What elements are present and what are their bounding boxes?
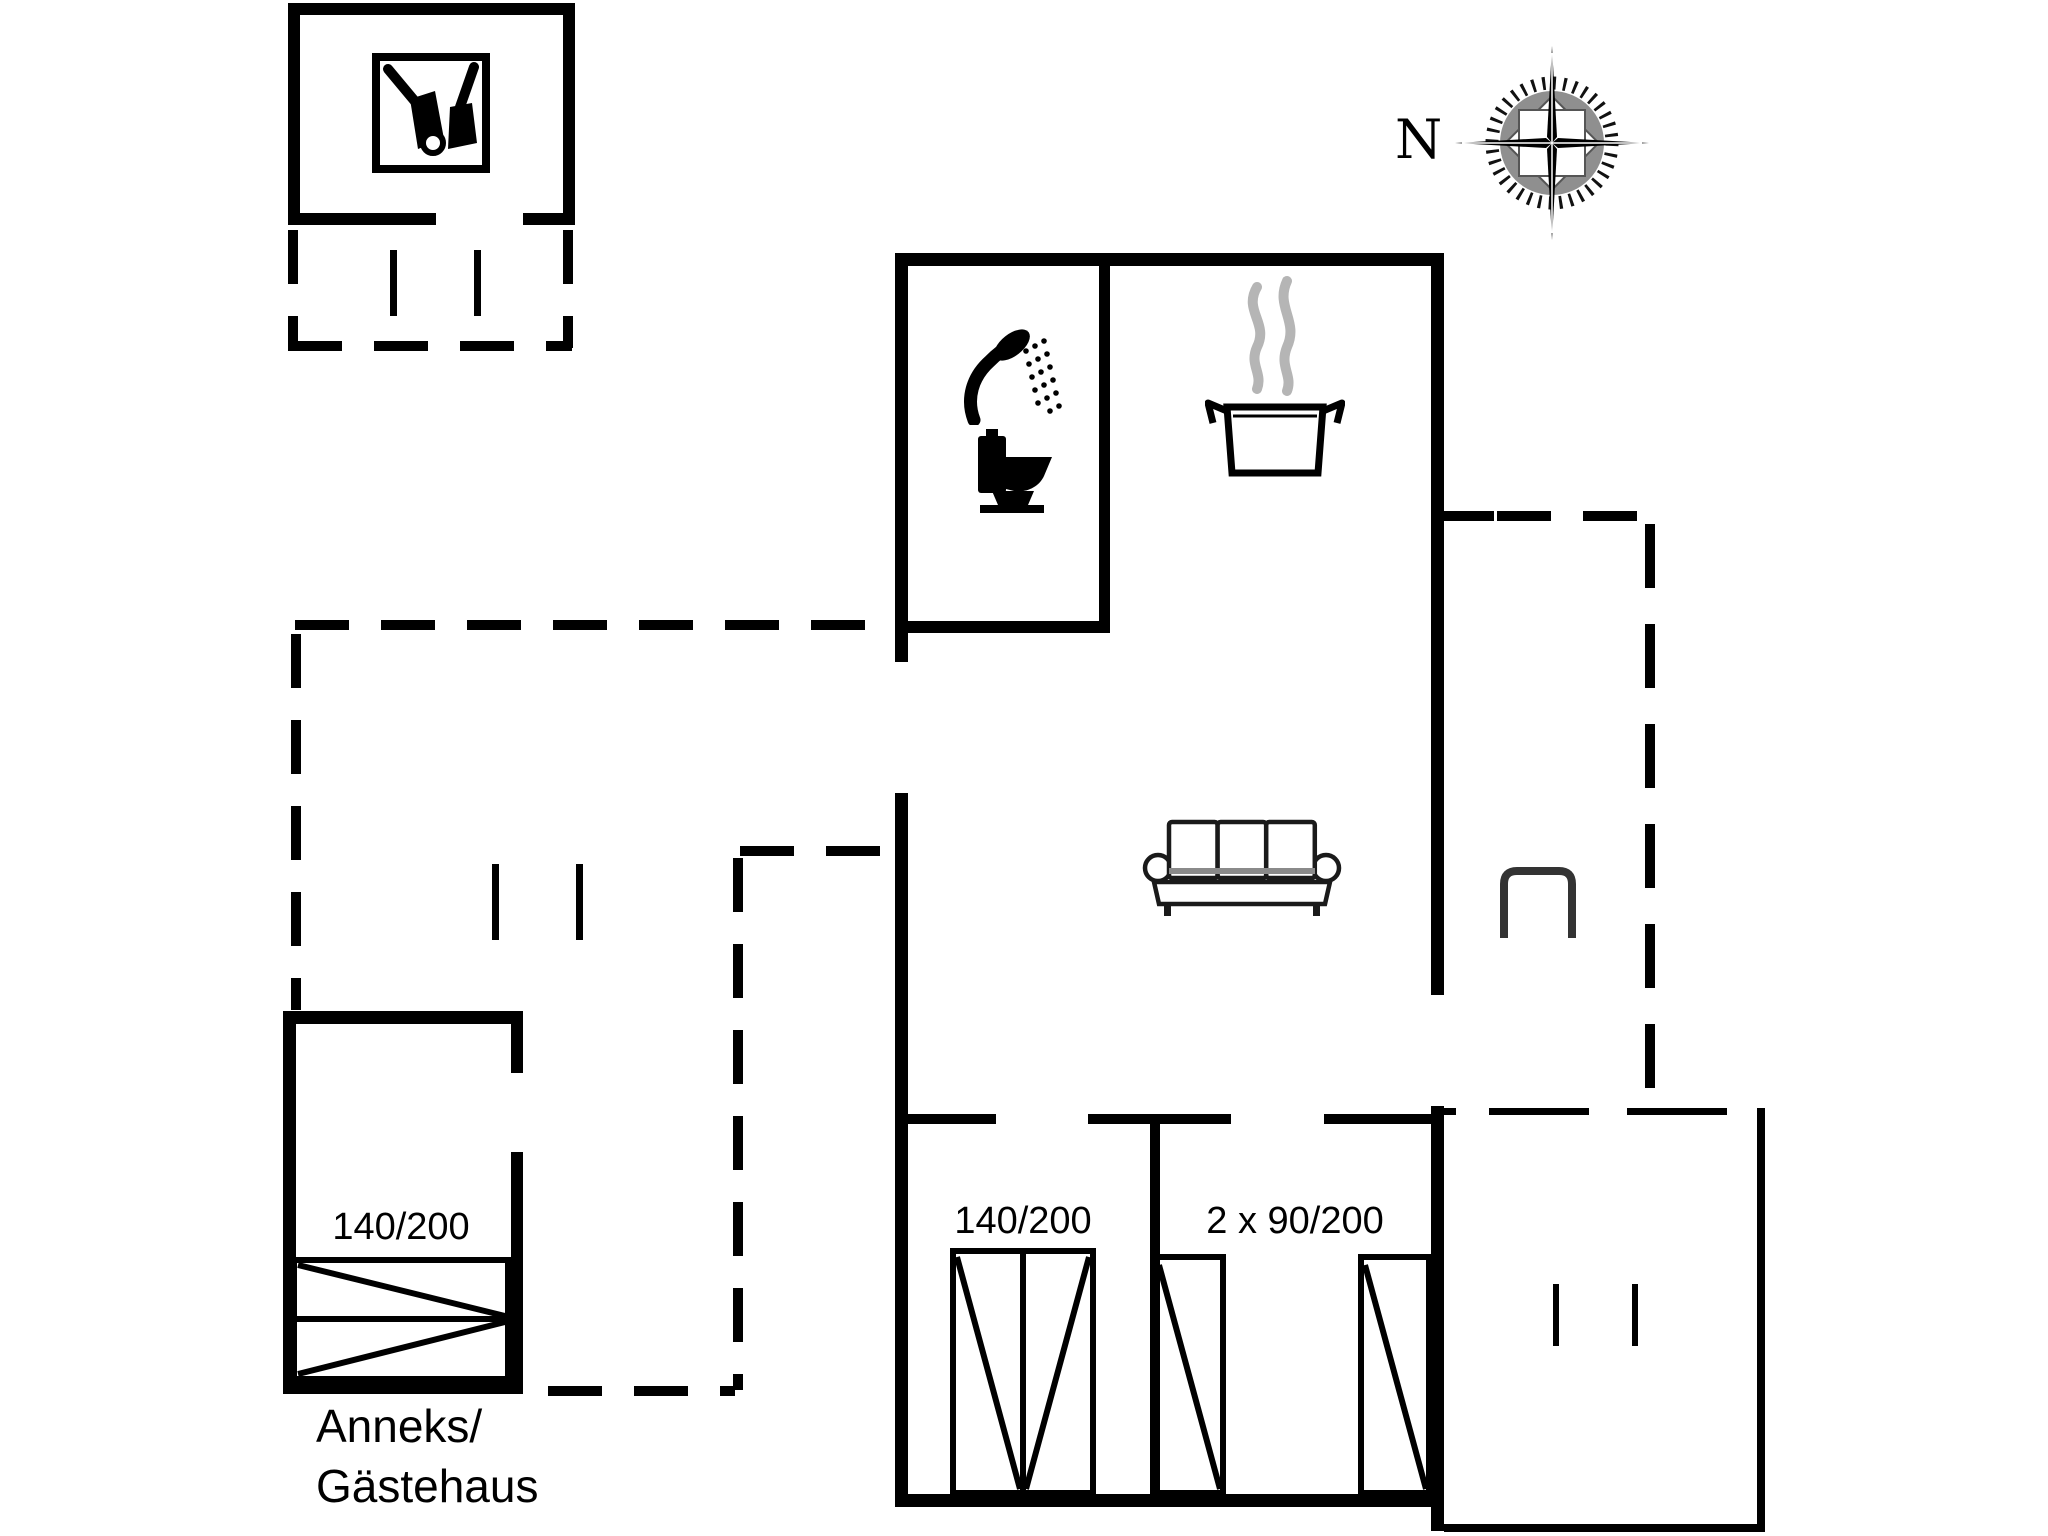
terrace-post-mark <box>390 250 397 316</box>
terrace-dashed-edge <box>563 230 573 348</box>
wall-segment <box>895 793 908 1507</box>
shower-icon <box>964 329 1062 425</box>
wall-segment <box>288 3 300 225</box>
wall-segment <box>1489 1108 1589 1115</box>
compass-north-label: N <box>1395 108 1443 171</box>
double-bed-icon <box>950 1248 1096 1496</box>
wall-segment <box>511 1152 523 1394</box>
annex-name-line2: Gästehaus <box>316 1460 539 1512</box>
wall-segment <box>511 1011 523 1073</box>
terrace-dashed-edge <box>548 1386 735 1396</box>
terrace-post-mark <box>474 250 481 316</box>
single-bed-icon <box>1358 1254 1432 1496</box>
post-mark <box>1553 1284 1559 1346</box>
cooking-pot-icon <box>1205 276 1345 477</box>
double-bed-icon <box>291 1257 511 1382</box>
wall-segment <box>908 621 1110 633</box>
wall-segment <box>1627 1108 1727 1115</box>
grill-hut-icon-frame <box>372 53 490 173</box>
terrace-dashed-edge <box>740 846 897 856</box>
grill-tools-icon <box>383 62 479 156</box>
terrace-dashed-edge <box>1645 524 1655 1116</box>
wall-segment <box>523 213 575 225</box>
wall-segment <box>1099 266 1110 633</box>
bed-size-label: 2 x 90/200 <box>1206 1200 1384 1242</box>
wall-segment <box>908 1114 996 1124</box>
wall-segment <box>1444 1524 1765 1532</box>
bed-size-label: 140/200 <box>954 1200 1092 1242</box>
wall-segment <box>895 253 1444 266</box>
bed-size-label: 140/200 <box>332 1206 470 1248</box>
terrace-dashed-edge <box>288 230 298 348</box>
terrace-dashed-edge <box>733 858 743 1390</box>
wall-segment <box>1444 1108 1456 1115</box>
post-mark <box>1632 1284 1638 1346</box>
wall-segment <box>895 1494 1444 1507</box>
annex-name-line1: Anneks/ <box>316 1400 483 1452</box>
wall-segment <box>283 1381 523 1394</box>
wall-segment <box>1324 1114 1431 1124</box>
wall-segment <box>1444 511 1494 521</box>
terrace-dashed-edge <box>295 620 895 630</box>
terrace-post-mark <box>576 864 583 940</box>
wall-segment <box>563 3 575 225</box>
annex-name: Anneks/ Gästehaus <box>316 1396 538 1516</box>
wall-segment <box>1431 1106 1444 1531</box>
terrace-dashed-edge <box>291 634 301 1010</box>
terrace-dashed-edge <box>288 341 572 351</box>
wall-segment <box>895 253 908 662</box>
wall-segment <box>288 3 575 15</box>
wall-segment <box>1431 253 1444 995</box>
single-bed-icon <box>1152 1254 1226 1496</box>
compass-rose-icon <box>1455 46 1649 240</box>
wall-segment <box>283 1011 523 1024</box>
wall-segment <box>1757 1108 1765 1531</box>
sofa-icon <box>1142 819 1342 916</box>
wall-segment <box>288 213 436 225</box>
chair-icon <box>1500 867 1576 938</box>
terrace-post-mark <box>492 864 499 940</box>
terrace-dashed-edge <box>1497 511 1650 521</box>
toilet-icon <box>978 429 1052 513</box>
